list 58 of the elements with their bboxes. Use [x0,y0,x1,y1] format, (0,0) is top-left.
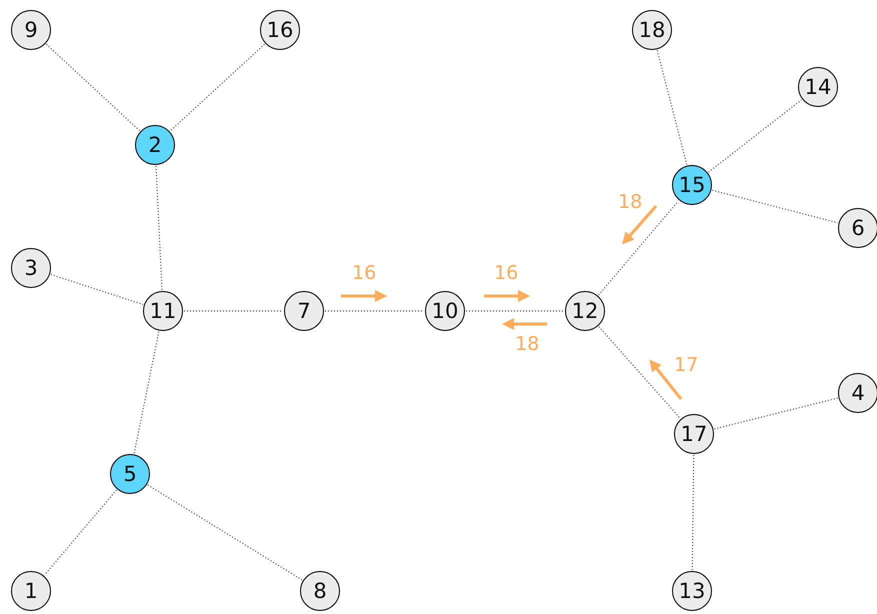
connector-line [708,99,802,173]
connector-line [134,331,160,454]
node-label: 1 [24,580,38,602]
node-label: 6 [851,218,865,238]
graph-node [425,291,465,331]
node-label: 16 [266,20,294,40]
graph-node [838,373,877,413]
connector-line [184,310,284,312]
node-label: 14 [804,76,832,98]
node-label: 18 [638,20,666,40]
connector-line [44,490,117,576]
graph-node [135,125,175,165]
connector-line [50,274,144,305]
node-label: 3 [24,258,38,278]
message-count: 18 [515,335,540,354]
graph-node [632,10,672,50]
node-label: 10 [432,300,458,322]
graph-node [565,291,605,331]
graph-node [11,571,51,611]
connector-line [712,190,838,224]
graph-node [798,67,838,107]
message-count: 16 [494,264,518,283]
message-count: 17 [674,356,698,375]
node-label: 17 [680,424,708,444]
node-label: 11 [150,300,176,322]
graph-node [300,571,340,611]
connector-line [156,165,162,291]
graph-node [143,291,183,331]
connector-line [692,454,694,570]
graph-node [674,414,714,454]
graph-node [284,291,324,331]
connector-line [598,326,681,419]
graph-node [260,10,300,50]
node-label: 5 [123,464,137,484]
connector-line [46,44,140,132]
node-label: 13 [678,580,706,602]
node-label: 9 [24,20,38,40]
graph-node [11,10,51,50]
graph-node [672,571,712,611]
connector-line [170,44,266,132]
connector-line [324,310,424,312]
connector-line [147,484,303,580]
connector-line [656,50,688,166]
node-label: 15 [678,174,706,196]
node-label: 12 [572,300,598,322]
node-label: 4 [851,382,865,404]
connector-line [466,310,564,312]
connector-line [598,200,679,296]
message-count: 16 [352,264,376,283]
graph-node [672,165,712,205]
node-label: 7 [297,300,311,322]
graph-node [11,248,51,288]
graph-node [838,208,877,248]
graph-node [110,454,150,494]
message-count: 18 [618,193,642,212]
connector-line [714,398,838,430]
node-label: 2 [148,134,162,156]
node-label: 8 [313,580,327,602]
